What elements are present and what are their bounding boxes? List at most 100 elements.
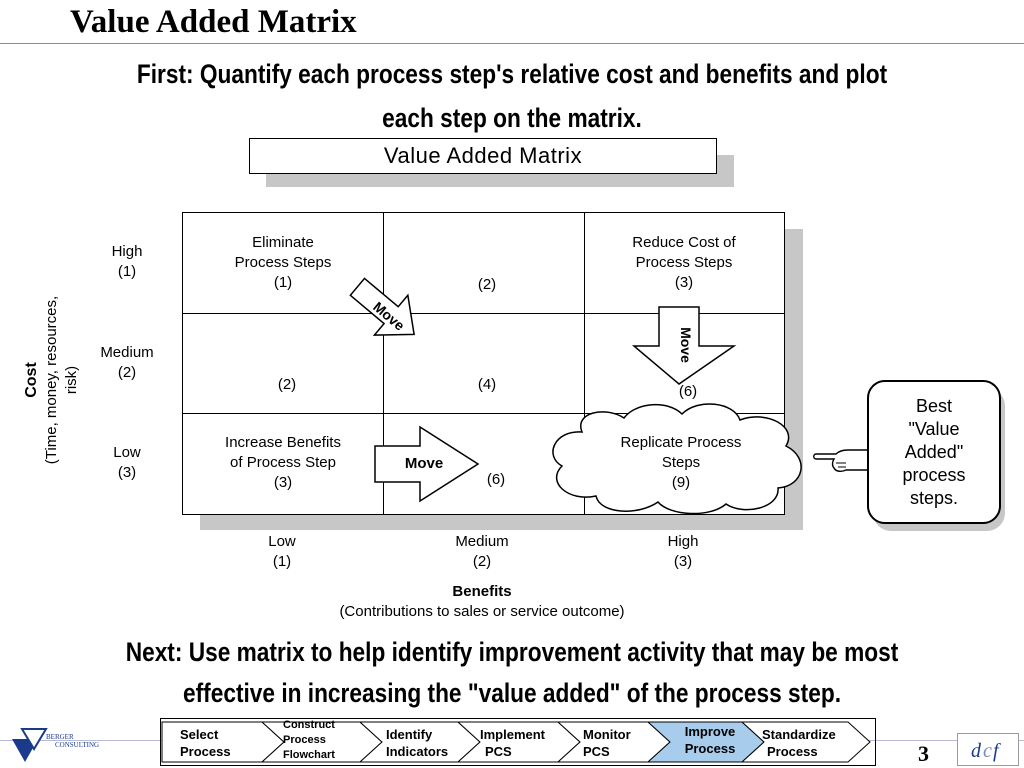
move-down-label: Move <box>678 327 694 363</box>
cell-replicate-steps: Replicate Process Steps (9) <box>576 433 786 493</box>
cell-score: (1) <box>273 274 293 291</box>
flow-step-label: Improve <box>684 724 736 739</box>
best-value-added-callout: Best "Value Added" process steps. <box>867 380 1001 524</box>
cloud-shape <box>552 403 802 515</box>
cell-eliminate-steps: Eliminate Process Steps (1) <box>183 233 383 293</box>
move-down-arrow-icon <box>631 306 737 385</box>
cell-label: Eliminate <box>252 234 314 251</box>
page-number: 3 <box>918 741 929 766</box>
cell-low-cost-medium-benefit: (6) <box>456 470 536 490</box>
flow-step-label: Process <box>180 744 231 759</box>
flow-step-monitor-pcs[interactable]: Monitor PCS <box>583 726 631 760</box>
cell-score: (4) <box>477 376 497 393</box>
slide-title: Value Added Matrix <box>70 4 357 40</box>
svg-text:f: f <box>993 740 1001 762</box>
svg-text:c: c <box>983 740 992 762</box>
grid-line <box>584 212 585 515</box>
instruction-text: First: Quantify each process step's rela… <box>99 52 926 140</box>
cost-level-name: Medium <box>100 344 154 361</box>
matrix-title: Value Added Matrix <box>249 138 717 174</box>
cell-increase-benefits: Increase Benefits of Process Step (3) <box>183 433 383 493</box>
flow-step-implement-pcs[interactable]: Implement PCS <box>480 726 545 760</box>
grid-line <box>182 313 785 314</box>
cell-label: Steps <box>661 454 701 471</box>
benefit-level-name: Medium <box>455 533 509 550</box>
cost-level-name: High <box>111 243 143 260</box>
instruction-line-2: each step on the matrix. <box>382 103 642 133</box>
process-flow-frame <box>160 718 876 766</box>
pointing-hand-icon <box>813 449 868 473</box>
cell-score: (3) <box>674 274 694 291</box>
berger-consulting-logo: BERGER CONSULTING <box>46 733 116 749</box>
benefit-level-score: (1) <box>272 553 292 570</box>
flow-step-standardize-process[interactable]: Standardize Process <box>762 726 836 760</box>
callout-text: steps. <box>909 488 959 508</box>
next-line-1: Next: Use matrix to help identify improv… <box>125 637 899 667</box>
flow-step-select-process[interactable]: Select Process <box>180 726 231 760</box>
cell-score: (3) <box>273 474 293 491</box>
flow-step-label: Identify <box>386 727 433 742</box>
benefit-level-low: Low (1) <box>232 532 332 572</box>
cost-level-low: Low (3) <box>78 443 176 483</box>
callout-text: process <box>902 465 966 485</box>
cell-reduce-cost: Reduce Cost of Process Steps (3) <box>584 233 784 293</box>
flow-step-label: Indicators <box>386 744 449 759</box>
svg-text:d: d <box>971 740 982 762</box>
cell-high-cost-medium-benefit: (2) <box>447 275 527 295</box>
next-line-2: effective in increasing the "value added… <box>182 678 842 708</box>
grid-line <box>182 413 785 414</box>
flow-step-label: Monitor <box>583 727 631 742</box>
cell-score: (9) <box>671 474 691 491</box>
cost-level-score: (3) <box>117 464 137 481</box>
flow-step-label: Process <box>283 734 326 746</box>
cell-score: (6) <box>486 471 506 488</box>
cost-level-high: High (1) <box>78 242 176 282</box>
cost-level-name: Low <box>113 444 141 461</box>
cost-level-score: (2) <box>117 364 137 381</box>
cost-axis-title: Cost (Time, money, resources, risk) <box>22 280 82 480</box>
flow-step-label: PCS <box>583 744 610 759</box>
flow-step-identify-indicators[interactable]: Identify Indicators <box>386 726 448 760</box>
berger-consulting-logo-icon <box>12 728 48 762</box>
process-flow-chevrons <box>161 721 871 763</box>
cost-axis-label: Cost <box>23 362 40 398</box>
cell-label: Increase Benefits <box>225 434 341 451</box>
cell-medium-cost-high-benefit: (6) <box>648 382 728 402</box>
move-right-arrow-icon <box>374 425 480 503</box>
next-step-text: Next: Use matrix to help identify improv… <box>94 632 931 714</box>
logo-text: CONSULTING <box>55 741 100 749</box>
cell-score: (6) <box>678 383 698 400</box>
benefits-axis-label: Benefits <box>452 583 512 600</box>
benefit-level-score: (2) <box>472 553 492 570</box>
flow-step-label: Construct <box>283 719 335 731</box>
move-diagonal-arrow-icon <box>349 277 415 336</box>
cell-score: (2) <box>477 276 497 293</box>
callout-text: Added" <box>904 442 964 462</box>
flow-step-label: Flowchart <box>283 749 335 761</box>
flow-step-label: PCS <box>485 744 512 759</box>
instruction-line-1: First: Quantify each process step's rela… <box>136 59 888 89</box>
logo-text: BERGER <box>46 733 74 741</box>
cost-level-score: (1) <box>117 263 137 280</box>
flow-step-label: Select <box>180 727 219 742</box>
flow-step-improve-process[interactable]: Improve Process <box>672 723 748 757</box>
flow-step-label: Process <box>684 741 736 756</box>
benefit-level-medium: Medium (2) <box>432 532 532 572</box>
cell-medium-cost-medium-benefit: (4) <box>447 375 527 395</box>
benefits-axis-title: Benefits (Contributions to sales or serv… <box>232 582 732 622</box>
cost-axis-subtitle: (Time, money, resources, risk) <box>43 295 80 465</box>
move-right-label: Move <box>404 455 444 472</box>
cost-level-medium: Medium (2) <box>78 343 176 383</box>
title-divider <box>0 43 1024 44</box>
cell-medium-cost-low-benefit: (2) <box>247 375 327 395</box>
cell-label: Replicate Process <box>620 434 742 451</box>
benefits-axis-subtitle: (Contributions to sales or service outco… <box>339 603 625 620</box>
cell-score: (2) <box>277 376 297 393</box>
benefit-level-name: High <box>667 533 699 550</box>
flow-step-label: Standardize <box>762 727 836 742</box>
flow-step-construct-flowchart[interactable]: Construct Process Flowchart <box>283 718 335 763</box>
benefit-level-high: High (3) <box>633 532 733 572</box>
benefit-level-name: Low <box>268 533 296 550</box>
benefit-level-score: (3) <box>673 553 693 570</box>
cell-label: Process Steps <box>635 254 733 271</box>
